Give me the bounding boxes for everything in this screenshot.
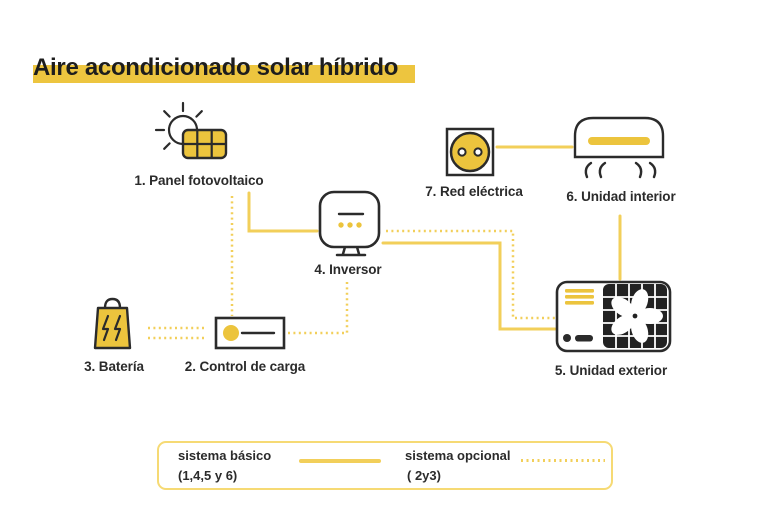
panel-label: 1. Panel fotovoltaico xyxy=(134,173,264,188)
connection-inverter-outdoor-solid xyxy=(381,241,557,331)
indoor-label: 6. Unidad interior xyxy=(566,189,676,204)
controller-label: 2. Control de carga xyxy=(184,359,306,374)
inverter-icon xyxy=(318,190,381,257)
connection-inverter-controller-dotted xyxy=(287,282,349,335)
page-title: Aire acondicionado solar híbrido xyxy=(33,52,416,84)
inverter-label: 4. Inversor xyxy=(314,262,382,277)
legend-basic-label: sistema básico xyxy=(178,448,272,463)
legend: sistema básico (1,4,5 y 6) sistema opcio… xyxy=(157,441,613,490)
dotted-line-sample xyxy=(521,459,605,462)
fan-grill xyxy=(603,284,667,348)
grid-label: 7. Red eléctrica xyxy=(425,184,523,199)
solar-panel-icon xyxy=(154,101,228,160)
legend-optional-label: sistema opcional xyxy=(405,448,511,463)
charge-controller-icon xyxy=(214,316,286,350)
battery-label: 3. Batería xyxy=(84,359,144,374)
connection-panel-inverter-solid xyxy=(247,191,319,233)
legend-basic-sublabel: (1,4,5 y 6) xyxy=(178,468,238,483)
outdoor-unit-icon xyxy=(555,280,672,353)
solid-line-sample xyxy=(299,459,381,463)
battery-icon xyxy=(93,297,132,350)
indoor-unit-icon xyxy=(573,116,665,179)
legend-optional-sublabel: ( 2y3) xyxy=(407,468,441,483)
outdoor-label: 5. Unidad exterior xyxy=(554,363,668,378)
power-outlet-icon xyxy=(445,127,495,177)
